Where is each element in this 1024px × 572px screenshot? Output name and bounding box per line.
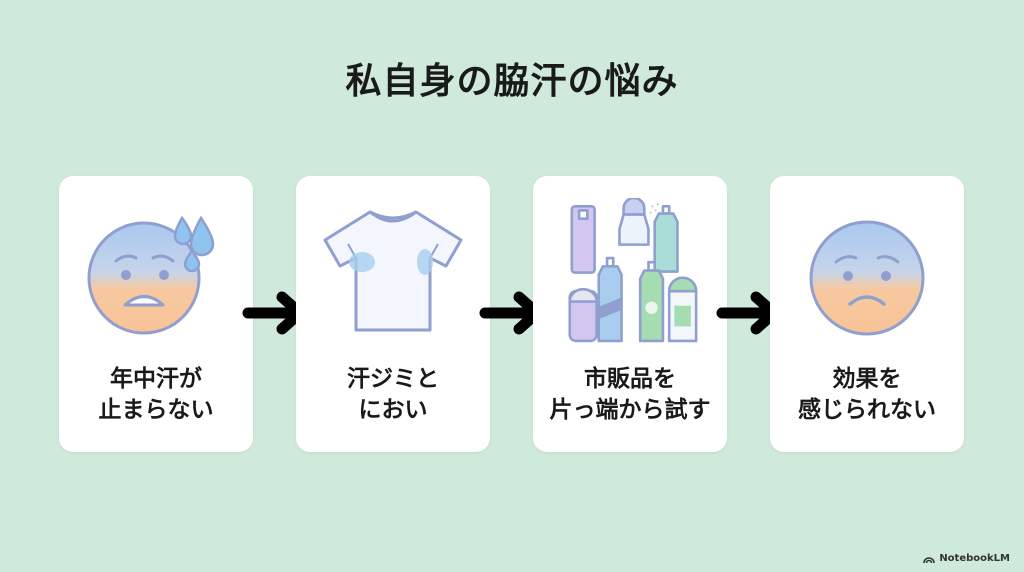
notebooklm-logo-icon — [923, 557, 936, 563]
step-label: 年中汗が 止まらない — [59, 364, 253, 426]
step-label: 汗ジミと におい — [296, 364, 490, 426]
step-label-line2: 感じられない — [798, 397, 936, 423]
notebooklm-branding: NotebookLM — [923, 553, 1010, 564]
step-label-line1: 効果を — [832, 366, 902, 392]
step-card-4: 効果を 感じられない — [770, 176, 964, 452]
step-label-line1: 市販品を — [584, 366, 676, 392]
step-label-line2: におい — [358, 397, 428, 423]
branding-text: NotebookLM — [939, 553, 1010, 564]
step-label-line1: 汗ジミと — [347, 366, 439, 392]
step-label-line1: 年中汗が — [110, 366, 202, 392]
step-card-3: 市販品を 片っ端から試す — [533, 176, 727, 452]
step-label: 効果を 感じられない — [770, 364, 964, 426]
step-label: 市販品を 片っ端から試す — [533, 364, 727, 426]
page-title: 私自身の脇汗の悩み — [345, 61, 679, 102]
sweating-face-icon — [87, 215, 215, 335]
step-label-line2: 片っ端から試す — [549, 397, 711, 423]
step-card-1: 年中汗が 止まらない — [59, 176, 253, 452]
deodorant-products-icon — [568, 198, 698, 343]
sad-face-icon — [809, 220, 925, 336]
sweat-stained-shirt-icon — [323, 210, 463, 332]
step-card-2: 汗ジミと におい — [296, 176, 490, 452]
step-label-line2: 止まらない — [98, 397, 214, 423]
